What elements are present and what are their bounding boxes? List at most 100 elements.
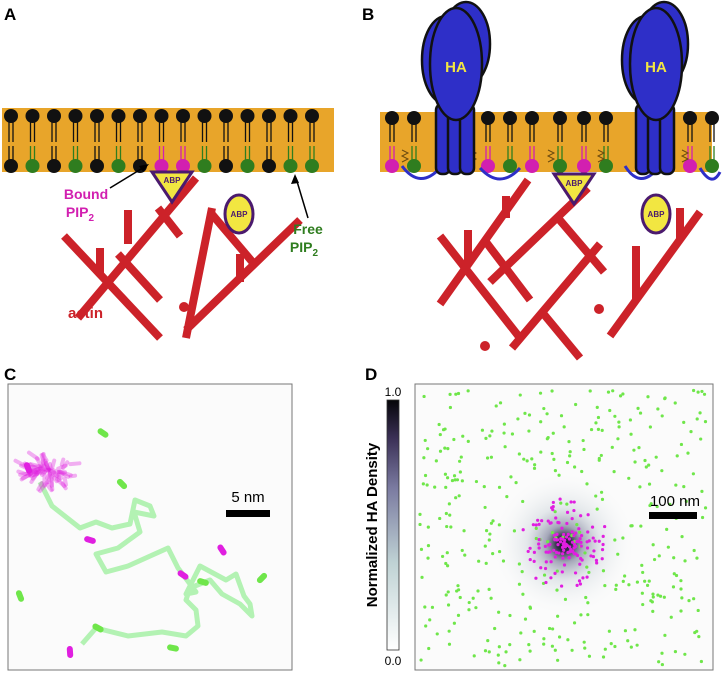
green-localization bbox=[641, 570, 645, 575]
green-localization bbox=[613, 414, 617, 418]
green-localization bbox=[445, 551, 449, 555]
magenta-localization bbox=[554, 550, 559, 554]
green-localization bbox=[614, 587, 618, 591]
green-localization bbox=[426, 525, 430, 529]
green-localization bbox=[484, 436, 488, 441]
green-localization bbox=[699, 659, 703, 664]
colorbar-min: 0.0 bbox=[385, 654, 402, 668]
green-localization bbox=[539, 450, 543, 454]
green-localization bbox=[447, 642, 452, 646]
green-localization bbox=[447, 629, 451, 633]
lipid-head-bottom bbox=[705, 159, 719, 173]
green-localization bbox=[452, 621, 456, 625]
green-localization bbox=[456, 584, 460, 588]
green-localization bbox=[446, 590, 450, 594]
lipid-head-bottom bbox=[599, 159, 613, 173]
green-localization bbox=[657, 660, 661, 664]
scale-bar-d-label: 100 nm bbox=[650, 493, 700, 510]
green-localization bbox=[679, 442, 684, 447]
lipid-head-top bbox=[553, 111, 567, 125]
green-localization bbox=[519, 631, 523, 635]
panel-a-label: A bbox=[4, 5, 16, 24]
green-localization bbox=[498, 401, 503, 405]
green-localization bbox=[460, 479, 464, 483]
green-localization bbox=[452, 437, 456, 442]
green-localization bbox=[510, 432, 515, 436]
green-localization bbox=[509, 475, 513, 479]
magenta-localization bbox=[561, 552, 565, 556]
magenta-localization bbox=[551, 500, 555, 505]
green-localization bbox=[660, 469, 664, 473]
green-localization bbox=[703, 506, 708, 510]
magenta-localization bbox=[569, 500, 573, 504]
green-localization bbox=[662, 595, 666, 599]
green-localization bbox=[521, 499, 525, 504]
actin-monomer-b2 bbox=[480, 341, 490, 351]
green-localization bbox=[651, 592, 655, 596]
lipid-head-bottom bbox=[503, 159, 517, 173]
magenta-localization bbox=[590, 525, 595, 529]
green-localization bbox=[474, 606, 478, 610]
green-localization bbox=[452, 474, 457, 478]
green-localization bbox=[454, 392, 458, 396]
lipid-head-top bbox=[481, 111, 495, 125]
ha-protein-1 bbox=[420, 0, 492, 176]
green-localization bbox=[550, 530, 555, 535]
zigzag bbox=[546, 149, 556, 163]
green-localization bbox=[695, 417, 699, 421]
lipid-head-bottom bbox=[90, 159, 104, 173]
zigzag bbox=[596, 149, 606, 163]
green-localization bbox=[556, 614, 560, 618]
green-localization bbox=[557, 473, 561, 477]
green-localization bbox=[466, 389, 470, 393]
lipid-head-top bbox=[283, 109, 298, 123]
magenta-localization bbox=[539, 566, 543, 570]
green-localization bbox=[668, 502, 672, 506]
green-localization bbox=[679, 579, 683, 583]
green-localization bbox=[584, 595, 588, 600]
green-localization bbox=[434, 459, 438, 463]
green-localization bbox=[552, 457, 556, 461]
green-localization bbox=[532, 466, 537, 470]
lipid-head-bottom bbox=[577, 159, 591, 173]
green-localization bbox=[423, 605, 427, 609]
green-localization bbox=[673, 401, 677, 405]
magenta-localization bbox=[553, 555, 557, 559]
zigzag bbox=[680, 149, 690, 163]
green-localization bbox=[567, 440, 571, 444]
green-localization bbox=[467, 608, 471, 612]
green-localization bbox=[553, 469, 558, 473]
bound-trajectory-segment bbox=[33, 468, 46, 475]
magenta-localization bbox=[566, 532, 570, 536]
magenta-localization bbox=[552, 533, 557, 537]
ha-label-1: HA bbox=[445, 59, 467, 76]
abp-oval-label: ABP bbox=[231, 210, 249, 219]
bound-trajectory-segment bbox=[28, 468, 38, 477]
green-localization bbox=[647, 482, 652, 486]
magenta-localization bbox=[601, 534, 605, 538]
green-localization bbox=[672, 572, 676, 576]
green-localization bbox=[607, 629, 611, 633]
magenta-localization bbox=[567, 537, 571, 541]
magenta-localization bbox=[534, 576, 538, 580]
green-localization bbox=[587, 570, 591, 575]
magenta-localization bbox=[578, 537, 582, 541]
bound-trajectory-segment bbox=[41, 452, 46, 466]
green-localization bbox=[643, 458, 647, 463]
green-localization bbox=[542, 573, 547, 577]
green-marker bbox=[256, 572, 268, 584]
green-localization bbox=[596, 415, 601, 420]
zigzag bbox=[400, 149, 410, 163]
lipid-head-top bbox=[90, 109, 104, 123]
green-localization bbox=[682, 484, 686, 489]
lipid-head-top bbox=[240, 109, 255, 123]
green-localization bbox=[595, 405, 599, 409]
magenta-localization bbox=[573, 571, 578, 575]
green-localization bbox=[518, 393, 522, 397]
green-localization bbox=[433, 485, 437, 489]
green-localization bbox=[575, 523, 579, 527]
abp-triangle-label: ABP bbox=[164, 176, 182, 185]
lipid-bilayer-a bbox=[4, 109, 319, 173]
green-localization bbox=[637, 446, 641, 450]
green-localization bbox=[547, 626, 552, 631]
